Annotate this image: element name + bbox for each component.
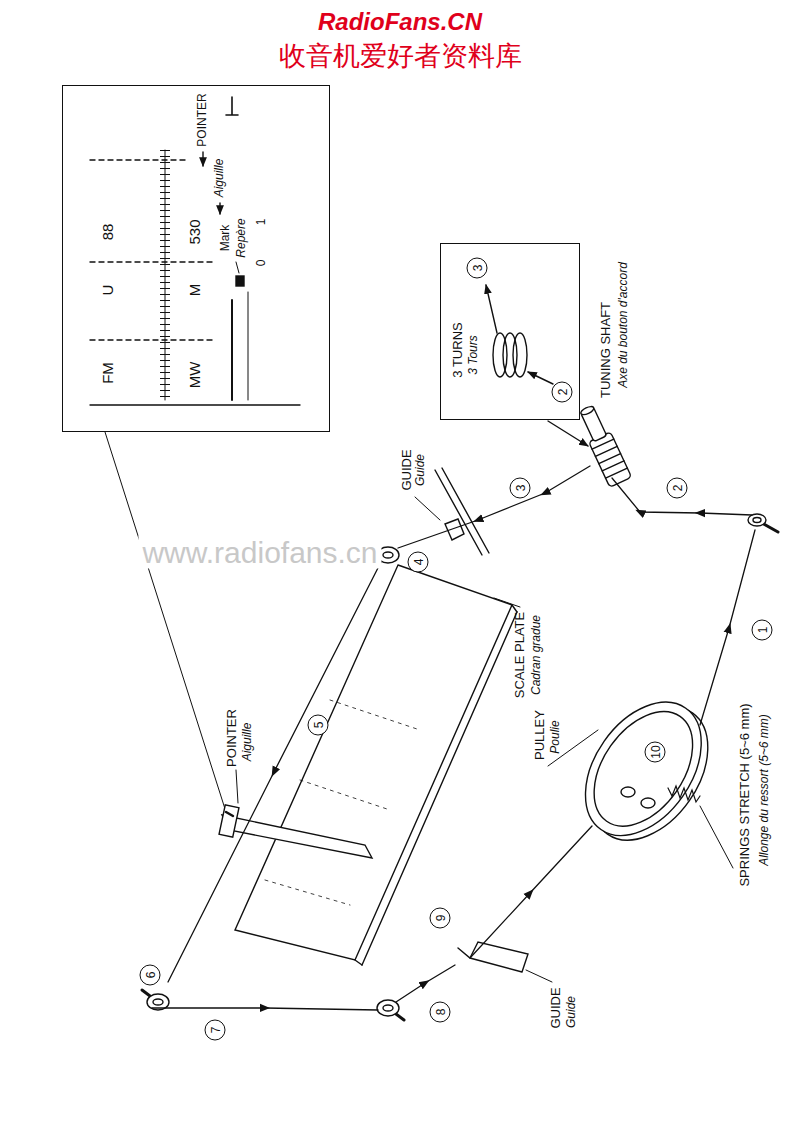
scale-unit: M — [186, 283, 203, 296]
mark-label-fr: Repère — [235, 218, 248, 257]
part-name: TUNING SHAFT — [599, 302, 613, 398]
pointer-label-fr: Aiguille — [213, 158, 226, 197]
part-name: PULLEY — [533, 710, 547, 760]
part-name: GUIDE — [549, 987, 563, 1028]
callout-number: 2 — [667, 478, 688, 499]
note-fr: Allonge du ressort (5~6 mm) — [758, 714, 771, 866]
callout-number: 7 — [205, 1020, 226, 1041]
callout-number: 3 — [466, 257, 487, 278]
band-label: MW — [186, 361, 203, 388]
part-name-fr: Axe du bouton d'accord — [617, 262, 630, 388]
note: 3 TURNS — [450, 322, 464, 377]
callout-number: 5 — [308, 715, 329, 736]
part-name: POINTER — [225, 709, 239, 767]
pointer-label: POINTER — [196, 93, 209, 146]
callout-number: 3 — [510, 478, 531, 499]
callout-number: 10 — [645, 742, 666, 763]
watermark: www.radiofans.cn — [138, 536, 381, 569]
callout-number: 1 — [752, 620, 773, 641]
part-name-fr: Guide — [414, 454, 427, 486]
callout-number: 8 — [430, 1002, 451, 1023]
band-label: FM — [99, 362, 116, 384]
part-name-fr: Cadran gradue — [530, 615, 543, 695]
scale-value: 0 — [255, 259, 268, 266]
dial-scale-inset: MarkRepèreFM U 88MW M 530 POINTER Aiguille 0 1 — [62, 85, 330, 432]
scale-value: 1 — [255, 218, 268, 225]
note: SPRINGS STRETCH (5~6 mm) — [738, 703, 752, 886]
callout-number: 4 — [408, 552, 429, 573]
site-banner: RadioFans.CN — [318, 9, 482, 35]
scale-value: 88 — [99, 223, 116, 240]
part-name: GUIDE — [400, 449, 414, 490]
scale-value: 530 — [186, 219, 203, 244]
turns-inset: 3 TURNS3 Tours 3 2 — [440, 243, 580, 420]
part-name-fr: Aiguille — [241, 723, 254, 762]
note-fr: 3 Tours — [467, 335, 480, 375]
part-name-fr: Poulie — [549, 720, 562, 753]
part-name-fr: Guide — [565, 996, 578, 1028]
part-name: SCALE PLATE — [513, 612, 527, 698]
mark-label: Mark — [219, 224, 232, 251]
callout-number: 2 — [551, 381, 572, 402]
scale-unit: U — [99, 284, 116, 295]
callout-number: 6 — [140, 965, 161, 986]
site-banner-cn: 收音机爱好者资料库 — [279, 41, 522, 71]
callout-number: 9 — [430, 908, 451, 929]
